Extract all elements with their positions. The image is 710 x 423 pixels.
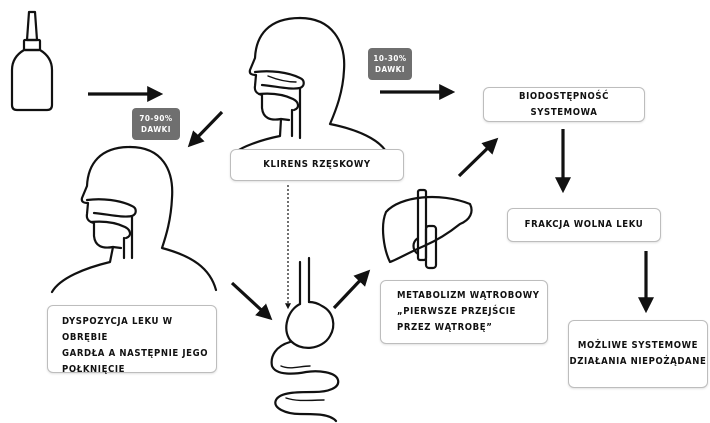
stomach-intestine-icon (272, 258, 339, 421)
dose-badge-top-value: 10-30% (368, 53, 412, 64)
systemic-bioavailability-label: BIODOSTĘPNOŚĆ SYSTEMOWA (484, 89, 644, 121)
dose-badge-top: 10-30% DAWKI (368, 48, 412, 80)
liver-metabolism-line-2: „PIERWSZE PRZEJŚCIE (397, 304, 547, 320)
adverse-effects-line-1: MOŻLIWE SYSTEMOWE (578, 338, 698, 354)
head-profile-lower-icon (52, 147, 216, 292)
throat-disposition-line-1: DYSPOZYCJA LEKU W OBRĘBIE (62, 314, 216, 346)
arrow-head-to-throat (190, 112, 222, 145)
liver-metabolism-line-1: METABOLIZM WĄTROBOWY (397, 288, 547, 304)
free-fraction-box: FRAKCJA WOLNA LEKU (507, 208, 661, 242)
nasal-spray-icon (12, 12, 52, 110)
systemic-bioavailability-box: BIODOSTĘPNOŚĆ SYSTEMOWA (483, 87, 645, 122)
dose-badge-left-value: 70-90% (132, 113, 180, 124)
mucociliary-clearance-label: KLIRENS RZĘSKOWY (263, 157, 370, 173)
liver-icon (383, 190, 472, 268)
liver-metabolism-line-3: PRZEZ WĄTROBĘ” (397, 320, 547, 336)
dose-badge-top-unit: DAWKI (368, 64, 412, 75)
mucociliary-clearance-box: KLIRENS RZĘSKOWY (230, 149, 404, 181)
head-profile-icon (236, 18, 385, 152)
dose-badge-left: 70-90% DAWKI (132, 108, 180, 140)
free-fraction-label: FRAKCJA WOLNA LEKU (525, 217, 644, 233)
adverse-effects-box: MOŻLIWE SYSTEMOWE DZIAŁANIA NIEPOŻĄDANE (568, 320, 708, 388)
arrow-throat-to-stomach (232, 283, 270, 318)
adverse-effects-line-2: DZIAŁANIA NIEPOŻĄDANE (570, 354, 707, 370)
arrow-liver-to-bioavailability (459, 140, 496, 176)
liver-metabolism-box: METABOLIZM WĄTROBOWY „PIERWSZE PRZEJŚCIE… (380, 280, 548, 344)
throat-disposition-line-2: GARDŁA A NASTĘPNIE JEGO (62, 346, 216, 362)
dose-badge-left-unit: DAWKI (132, 124, 180, 135)
arrow-stomach-to-liver (334, 272, 368, 308)
throat-disposition-line-3: POŁKNIĘCIE (62, 362, 216, 378)
throat-disposition-box: DYSPOZYCJA LEKU W OBRĘBIE GARDŁA A NASTĘ… (47, 305, 217, 373)
